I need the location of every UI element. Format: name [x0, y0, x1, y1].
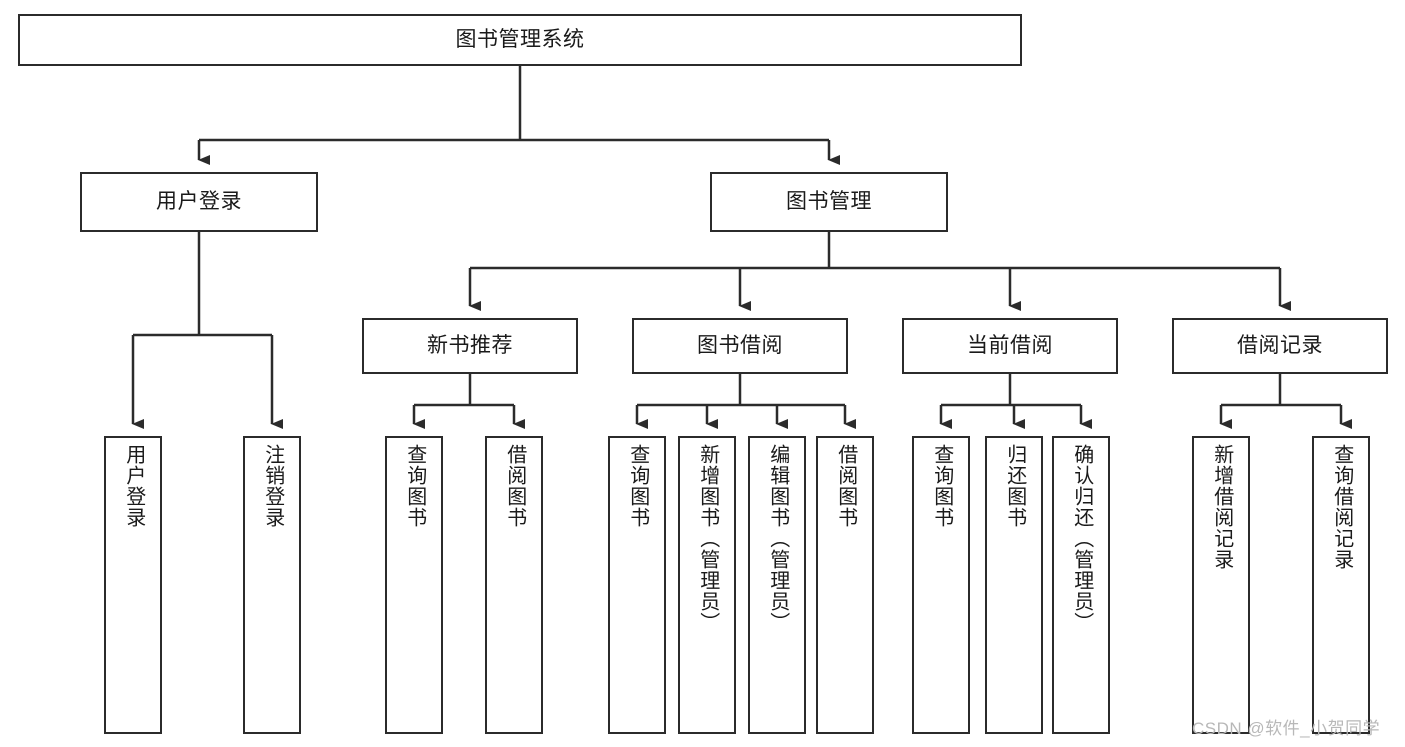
leaf-node[interactable]: 编辑图书（管理员）: [748, 436, 806, 734]
node-current-borrow[interactable]: 当前借阅: [902, 318, 1118, 374]
edges-root-to-level2: [197, 66, 840, 165]
node-book-management-label: 图书管理: [786, 190, 872, 214]
node-book-management[interactable]: 图书管理: [710, 172, 948, 232]
leaf-node-label: 编辑图书（管理员）: [766, 444, 789, 633]
edges-borrow-to-leaves: [635, 374, 856, 429]
leaf-node-label: 用户登录: [122, 444, 145, 528]
node-book-borrow-label: 图书借阅: [697, 334, 783, 358]
node-root-label: 图书管理系统: [455, 28, 585, 52]
node-current-borrow-label: 当前借阅: [967, 334, 1053, 358]
leaf-node-label: 查询图书: [403, 444, 426, 528]
leaf-node-label: 查询图书: [626, 444, 649, 528]
leaf-node[interactable]: 新增图书（管理员）: [678, 436, 736, 734]
edges-newbook-to-leaves: [412, 374, 525, 429]
leaf-node[interactable]: 借阅图书: [485, 436, 543, 734]
leaf-node-label: 注销登录: [261, 444, 284, 528]
node-root[interactable]: 图书管理系统: [18, 14, 1022, 66]
leaf-node-label: 借阅图书: [503, 444, 526, 528]
edges-records-to-leaves: [1219, 374, 1352, 429]
leaf-node-label: 新增借阅记录: [1210, 444, 1233, 570]
leaf-node[interactable]: 新增借阅记录: [1192, 436, 1250, 734]
leaf-node[interactable]: 确认归还（管理员）: [1052, 436, 1110, 734]
node-user-login-label: 用户登录: [156, 190, 242, 214]
edges-current-to-leaves: [939, 374, 1092, 429]
node-new-book-recommend-label: 新书推荐: [427, 334, 513, 358]
leaf-node[interactable]: 查询借阅记录: [1312, 436, 1370, 734]
leaf-node-label: 归还图书: [1003, 444, 1026, 528]
edges-bookmgmt-to-level3: [468, 232, 1291, 311]
leaf-node[interactable]: 查询图书: [912, 436, 970, 734]
node-borrow-records-label: 借阅记录: [1237, 334, 1323, 358]
leaf-node-label: 查询借阅记录: [1330, 444, 1353, 570]
leaf-node[interactable]: 注销登录: [243, 436, 301, 734]
leaf-node[interactable]: 归还图书: [985, 436, 1043, 734]
node-borrow-records[interactable]: 借阅记录: [1172, 318, 1388, 374]
watermark-text: CSDN @软件_小贺同学: [1192, 719, 1381, 738]
leaf-node[interactable]: 借阅图书: [816, 436, 874, 734]
leaf-node[interactable]: 查询图书: [608, 436, 666, 734]
node-book-borrow[interactable]: 图书借阅: [632, 318, 848, 374]
leaf-node-label: 查询图书: [930, 444, 953, 528]
leaf-node-label: 借阅图书: [834, 444, 857, 528]
node-new-book-recommend[interactable]: 新书推荐: [362, 318, 578, 374]
edges-userlogin-to-leaves: [131, 232, 283, 429]
leaf-node-label: 新增图书（管理员）: [696, 444, 719, 633]
leaf-node[interactable]: 用户登录: [104, 436, 162, 734]
node-user-login[interactable]: 用户登录: [80, 172, 318, 232]
leaf-node-label: 确认归还（管理员）: [1070, 444, 1093, 633]
leaf-node[interactable]: 查询图书: [385, 436, 443, 734]
